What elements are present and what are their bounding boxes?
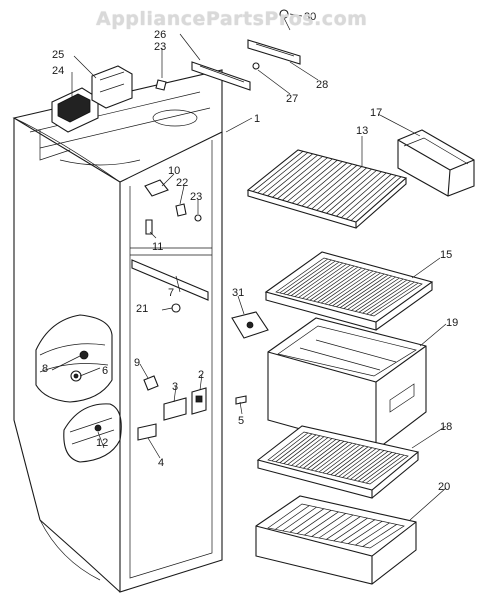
callout-31: 31 [232,287,244,299]
callout-15: 15 [440,249,452,261]
callout-23: 23 [154,41,166,53]
callout-4: 4 [158,457,164,469]
screw-27 [252,62,260,70]
cabinet-liner [12,69,223,593]
screw-11 [145,219,153,235]
callout-12: 12 [96,437,108,449]
callout-23: 23 [190,191,202,203]
callout-3: 3 [172,381,178,393]
callout-11: 11 [152,241,163,253]
clip-22 [175,203,187,217]
callout-21: 21 [136,303,148,315]
part-31 [231,311,269,339]
callout-17: 17 [370,107,382,119]
wire-shelf-13 [246,149,408,229]
callout-25: 25 [52,49,64,61]
crisper-drawer-19 [267,317,427,451]
callout-10: 10 [168,165,180,177]
fan-housing-24 [51,87,99,133]
screw-21 [171,303,181,313]
callout-22: 22 [176,177,188,189]
callout-18: 18 [440,421,452,433]
part-9 [143,375,159,391]
callout-30: 30 [304,11,316,23]
part-3 [163,397,187,421]
screw-23a [155,79,167,91]
part-2 [191,387,207,415]
control-bracket-10 [144,179,169,197]
callout-5: 5 [238,415,244,427]
callout-28: 28 [316,79,328,91]
callout-8: 8 [42,363,48,375]
part-8 [79,350,89,360]
leader-lines [51,13,447,521]
screw-5 [235,395,247,405]
watermark-text: AppliancePartsPros.com [96,8,368,30]
callout-24: 24 [52,65,64,77]
callout-26: 26 [154,29,166,41]
part-12 [94,424,102,432]
callout-6: 6 [102,365,108,377]
bracket-28 [247,39,301,65]
callout-19: 19 [446,317,458,329]
callout-1: 1 [254,113,260,125]
screw-23b [194,214,202,222]
callout-27: 27 [286,93,298,105]
part-6 [70,370,82,382]
shelf-rail-7 [131,259,209,301]
callout-20: 20 [438,481,450,493]
callout-13: 13 [356,125,368,137]
glass-shelf-15 [264,251,434,331]
meat-pan-20 [255,495,417,585]
part-4 [137,423,157,441]
bracket-25 [91,65,133,109]
callout-2: 2 [198,369,204,381]
callout-7: 7 [168,287,174,299]
glass-shelf-18 [256,425,420,499]
callout-9: 9 [134,357,140,369]
screw-30 [279,9,291,31]
dairy-bin-17 [397,129,475,197]
bracket-26 [191,61,251,91]
callout-labels: 30 25 26 23 24 28 27 1 17 13 10 22 23 11… [42,11,458,493]
